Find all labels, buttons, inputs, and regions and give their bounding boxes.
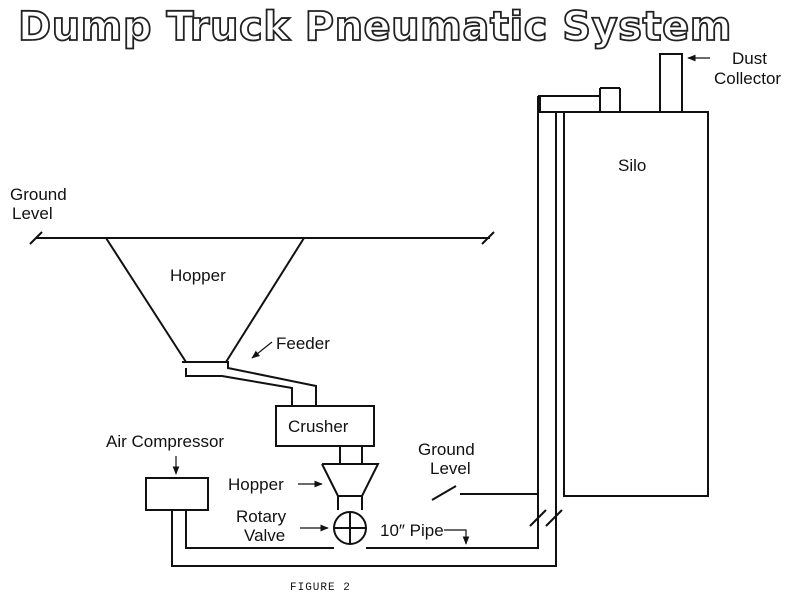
pipe-label: 10″ Pipe [380,521,444,540]
dust-collector [659,53,683,113]
rotary-valve-label-line1: Rotary [236,507,287,526]
small-hopper-label: Hopper [228,475,284,494]
pneumatic-pipe [171,95,600,567]
rotary-valve [333,511,367,545]
diagram-title: Dump Truck Pneumatic System [18,4,732,50]
small-hopper [321,463,380,510]
hopper-label: Hopper [170,266,226,285]
dust-collector-label-line2: Collector [714,69,781,88]
feeder-arrow [251,341,273,359]
crusher-discharge [339,446,363,464]
ground-level-left-label-line1: Ground [10,185,67,204]
dust-collector-label-line1: Dust [732,49,767,68]
main-hopper [105,237,305,363]
air-compressor-box [145,477,209,511]
feeder [182,361,317,406]
air-compressor-label: Air Compressor [106,432,224,451]
silo-label: Silo [618,156,646,175]
crusher-box [275,405,375,447]
silo [556,87,709,497]
ground-level-left-label-line2: Level [12,204,53,223]
ground-line-left [29,231,495,245]
ground-level-right-label-line1: Ground [418,440,475,459]
ground-level-right-label-line2: Level [430,459,471,478]
crusher-label: Crusher [288,417,349,436]
feeder-label: Feeder [276,334,330,353]
pipe-arrow [444,529,470,545]
figure-caption: FIGURE 2 [290,582,351,594]
rotary-valve-label-line2: Valve [244,526,285,545]
ground-line-right [431,485,538,501]
